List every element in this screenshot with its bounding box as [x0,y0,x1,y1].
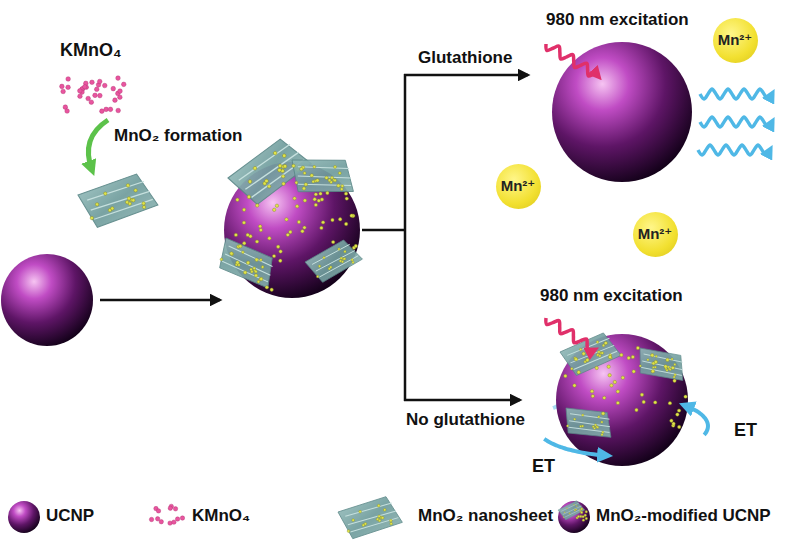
nanosheet [210,230,283,297]
legend-kmno4-icon [149,504,184,525]
legend-ucnp-icon [8,501,40,533]
mno2-dots [230,164,358,291]
light-wave [700,117,772,127]
legend-modified-icon [576,508,588,522]
branch-arrow [404,399,520,402]
branch-arrow [404,74,528,77]
nanosheet [559,400,618,446]
legend-label: KMnO₄ [192,506,250,526]
process-arrow [100,299,220,302]
legend-nanosheet-icon [337,495,404,540]
ion-circle: Mn²⁺ [713,18,758,63]
energy-transfer-arrow [544,439,606,456]
process-label: MnO₂ formation [114,126,242,146]
reagent-label: KMnO₄ [60,40,122,61]
legend-label: MnO₂-modified UCNP [596,506,771,526]
energy-transfer-arrow [685,406,708,435]
legend-label: MnO₂ nanosheet [418,506,553,526]
ion-circle: Mn²⁺ [633,212,678,257]
branch-line [404,74,407,401]
excitation-label: 980 nm excitation [540,286,683,306]
ion-label: Mn²⁺ [638,225,673,243]
energy-transfer-label: ET [532,456,555,477]
condition-label: Glutathione [418,48,512,68]
ion-label: Mn²⁺ [501,177,536,195]
excitation-label: 980 nm excitation [546,10,689,30]
ucnp-sphere [1,254,93,346]
light-waves [544,44,772,456]
condition-label: No glutathione [406,410,525,430]
nanosheet [558,330,623,378]
light-wave [700,89,772,99]
nanosheet [76,172,160,230]
light-wave [698,145,770,155]
nanosheet [302,236,365,285]
light-wave [546,318,594,352]
kmno4-dots [60,76,126,114]
nanosheet [631,340,691,389]
legend-label: UCNP [46,506,94,526]
ion-label: Mn²⁺ [718,31,753,49]
legend-modified-icon [557,499,586,521]
ion-circle: Mn²⁺ [496,164,541,209]
nanosheet [286,149,360,202]
light-wave [546,44,598,76]
mno2-dots [564,341,688,428]
branch-line [362,229,405,232]
energy-transfer-label: ET [734,420,757,441]
formation-arrow [88,120,108,170]
